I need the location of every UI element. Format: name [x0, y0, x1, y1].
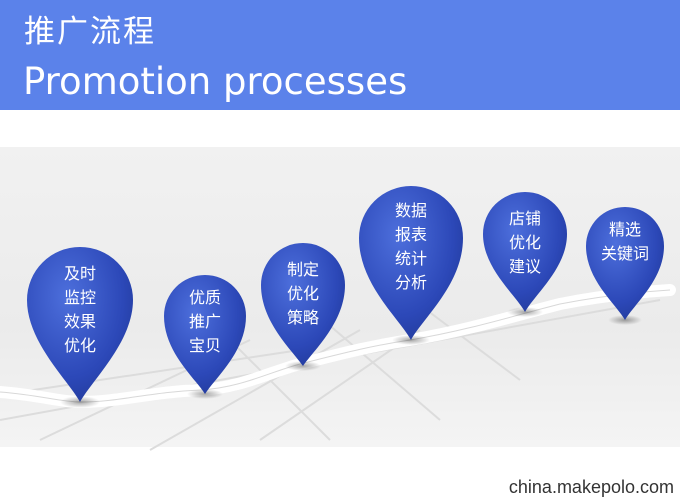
pin-step-4: [359, 186, 463, 345]
header-banner: 推广流程 Promotion processes: [0, 0, 680, 110]
pin-step-5: [483, 192, 567, 317]
step-3-label: 制定 优化 策略: [286, 260, 319, 327]
title-chinese: 推广流程: [24, 14, 156, 50]
title-english: Promotion processes: [23, 60, 408, 103]
step-4-label: 数据 报表 统计 分析: [394, 201, 427, 292]
pin-step-1: [27, 247, 133, 408]
pin-step-3: [261, 243, 345, 371]
step-1-label: 及时 监控 效果 优化: [63, 264, 96, 355]
step-2-label: 优质 推广 宝贝: [188, 288, 221, 355]
step-5-label: 店铺 优化 建议: [508, 209, 541, 276]
pin-step-6: [586, 206, 664, 325]
pin-step-2: [164, 275, 246, 399]
watermark-text: china.makepolo.com: [508, 477, 674, 497]
step-6-label: 精选 关键词: [600, 220, 649, 263]
